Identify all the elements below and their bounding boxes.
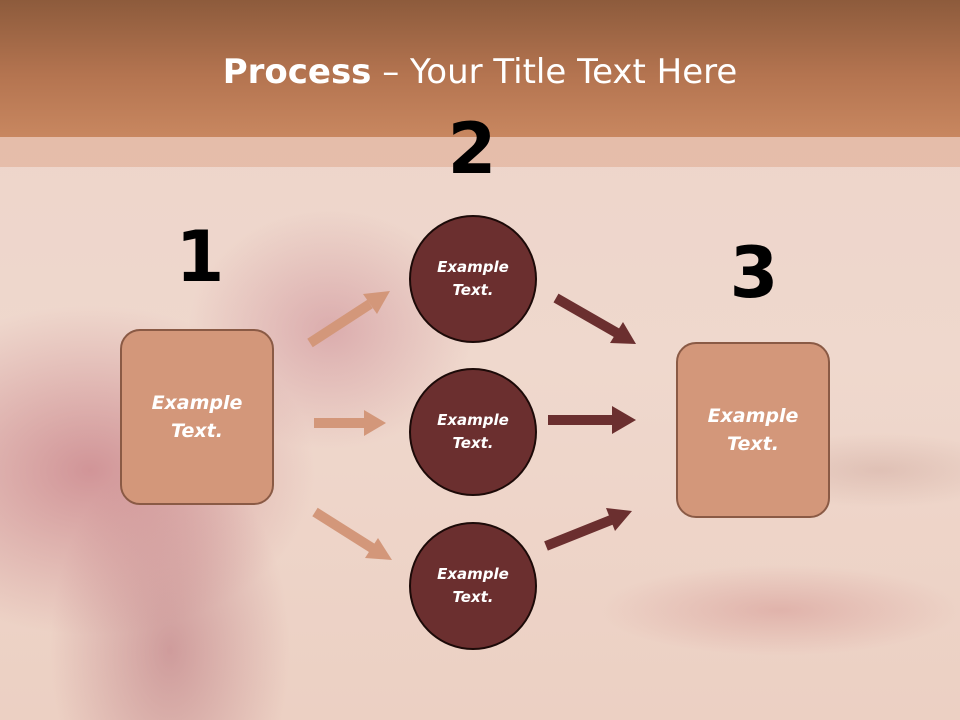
title-bar [0,0,960,137]
circle-bottom-text: Example Text. [437,564,509,606]
title-bar-strip [0,137,960,167]
circle-top: Example Text. [409,215,537,343]
circle-bottom: Example Text. [409,522,537,650]
circle-middle-text: Example Text. [437,410,509,452]
right-box-text: Example Text. [707,404,799,456]
right-box: Example Text. [676,342,830,518]
circle-top-text: Example Text. [437,257,509,299]
left-box-text: Example Text. [151,391,243,443]
circle-middle: Example Text. [409,368,537,496]
title-bold: Process [222,52,372,92]
step-number-2: 2 [447,108,497,190]
left-box: Example Text. [120,329,274,505]
step-number-1: 1 [175,216,225,298]
title-rest: – Your Title Text Here [371,52,738,92]
step-number-3: 3 [729,232,779,314]
slide-title: Process – Your Title Text Here [0,52,960,92]
